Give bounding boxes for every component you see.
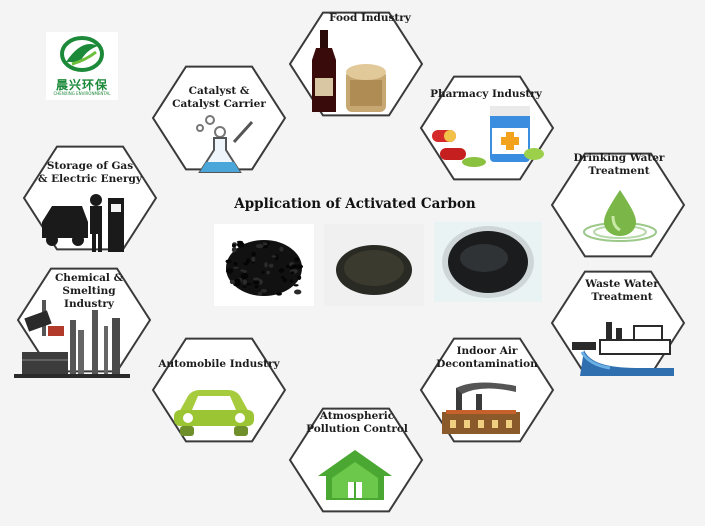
- leaf-logo-icon: [60, 36, 104, 72]
- carbon-granule: [268, 263, 274, 268]
- carbon-granule: [255, 244, 264, 249]
- carbon-granule: [246, 258, 251, 264]
- flask-icon: [196, 115, 254, 173]
- waste-water-icon: [572, 322, 674, 376]
- carbon-granule: [251, 251, 256, 257]
- carbon-granule: [264, 262, 268, 268]
- logo-text-cn: 晨兴环保: [55, 78, 108, 92]
- carbon-granule: [294, 257, 300, 262]
- carbon-granule: [232, 244, 236, 248]
- carbon-granule: [252, 280, 260, 285]
- carbon-granule: [294, 289, 302, 295]
- label-food-industry: Food Industry: [329, 12, 411, 24]
- carbon-granule: [242, 279, 248, 285]
- carbon-granule: [233, 283, 241, 287]
- carbon-granule: [258, 291, 262, 296]
- carbon-granule: [297, 275, 302, 280]
- carbon-granule: [262, 242, 268, 246]
- label-automobile: Automobile Industry: [158, 358, 280, 370]
- carbon-granule: [233, 266, 239, 269]
- carbon-granule: [251, 256, 256, 263]
- carbon-granule: [276, 292, 282, 296]
- carbon-granule: [278, 268, 285, 273]
- carbon-granule: [240, 269, 245, 272]
- granular-carbon-image: [214, 224, 314, 306]
- label-catalyst: Catalyst &Catalyst Carrier: [172, 85, 266, 110]
- hexagon-catalyst: [151, 65, 287, 171]
- logo-text-en: CHENXING ENVIRONMENTAL: [53, 91, 111, 96]
- carbon-granule: [289, 279, 294, 283]
- green-house-icon: [318, 450, 392, 500]
- page-title: Application of Activated Carbon: [234, 196, 476, 212]
- carbon-granule: [260, 289, 268, 293]
- wine-bottle-icon: [312, 30, 386, 112]
- carbon-granule: [225, 259, 232, 264]
- carbon-granule: [279, 246, 284, 252]
- carbon-granule: [234, 278, 241, 284]
- carbon-granule: [254, 285, 259, 289]
- carbon-granule: [236, 241, 245, 248]
- carbon-granule: [225, 268, 234, 274]
- gas-station-icon: [42, 194, 124, 252]
- carbon-granule: [266, 270, 270, 275]
- carbon-granule: [231, 246, 237, 253]
- carbon-granule: [271, 255, 277, 258]
- coal-carbon-image: [324, 224, 424, 306]
- carbon-granule: [253, 277, 260, 281]
- powder-carbon-image: [434, 222, 542, 302]
- carbon-granule: [280, 275, 285, 279]
- carbon-granule: [233, 262, 238, 266]
- carbon-granule: [290, 271, 295, 274]
- carbon-granule: [240, 273, 249, 279]
- water-drop-icon: [583, 190, 657, 242]
- factory-icon: [14, 300, 130, 378]
- carbon-granule: [261, 270, 266, 274]
- carbon-granule: [242, 285, 247, 288]
- carbon-granule: [290, 264, 299, 269]
- carbon-granule: [229, 279, 235, 285]
- label-gas-storage: Storage of Gas& Electric Energy: [38, 160, 142, 185]
- carbon-granule: [245, 283, 252, 286]
- carbon-granule: [282, 278, 288, 283]
- company-logo: 晨兴环保 CHENXING ENVIRONMENTAL: [46, 32, 118, 100]
- carbon-granule: [236, 240, 243, 244]
- medicine-icon: [432, 106, 544, 167]
- carbon-granule: [293, 284, 299, 287]
- smoke-factory-icon: [442, 382, 520, 434]
- label-pharmacy: Pharmacy Industry: [430, 88, 542, 100]
- car-icon: [174, 390, 254, 436]
